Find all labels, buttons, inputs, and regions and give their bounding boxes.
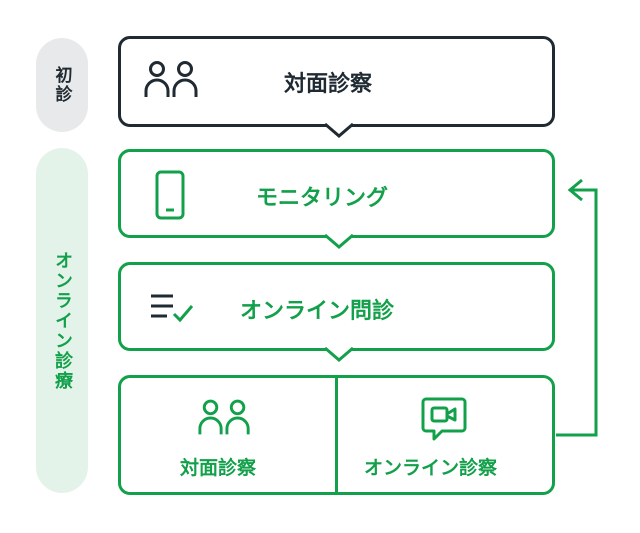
step-online-consultation-label: オンライン診察 xyxy=(364,457,498,479)
stage-online-care-label: オンライン診療 xyxy=(52,250,73,391)
down-pointer-2 xyxy=(324,234,354,249)
down-pointer-3 xyxy=(324,347,354,362)
smartphone-icon xyxy=(155,170,185,220)
step-first-in-person-label: 対面診察 xyxy=(284,72,373,97)
video-chat-icon xyxy=(420,396,468,444)
down-pointer-1 xyxy=(324,123,354,138)
loop-back-arrow-line xyxy=(556,188,598,437)
loop-back-arrow-head xyxy=(567,178,583,202)
step-questionnaire-label: オンライン問診 xyxy=(240,299,395,324)
step-in-person-label: 対面診察 xyxy=(180,457,257,479)
stage-first-visit-pill: 初診 xyxy=(36,38,88,132)
checklist-icon xyxy=(149,292,197,324)
consultation-divider xyxy=(335,376,338,494)
people-icon xyxy=(143,60,201,100)
stage-first-visit-label: 初診 xyxy=(51,66,72,104)
step-monitoring-label: モニタリング xyxy=(256,186,389,211)
stage-online-care-pill: オンライン診療 xyxy=(36,148,88,493)
people-icon xyxy=(197,398,253,438)
